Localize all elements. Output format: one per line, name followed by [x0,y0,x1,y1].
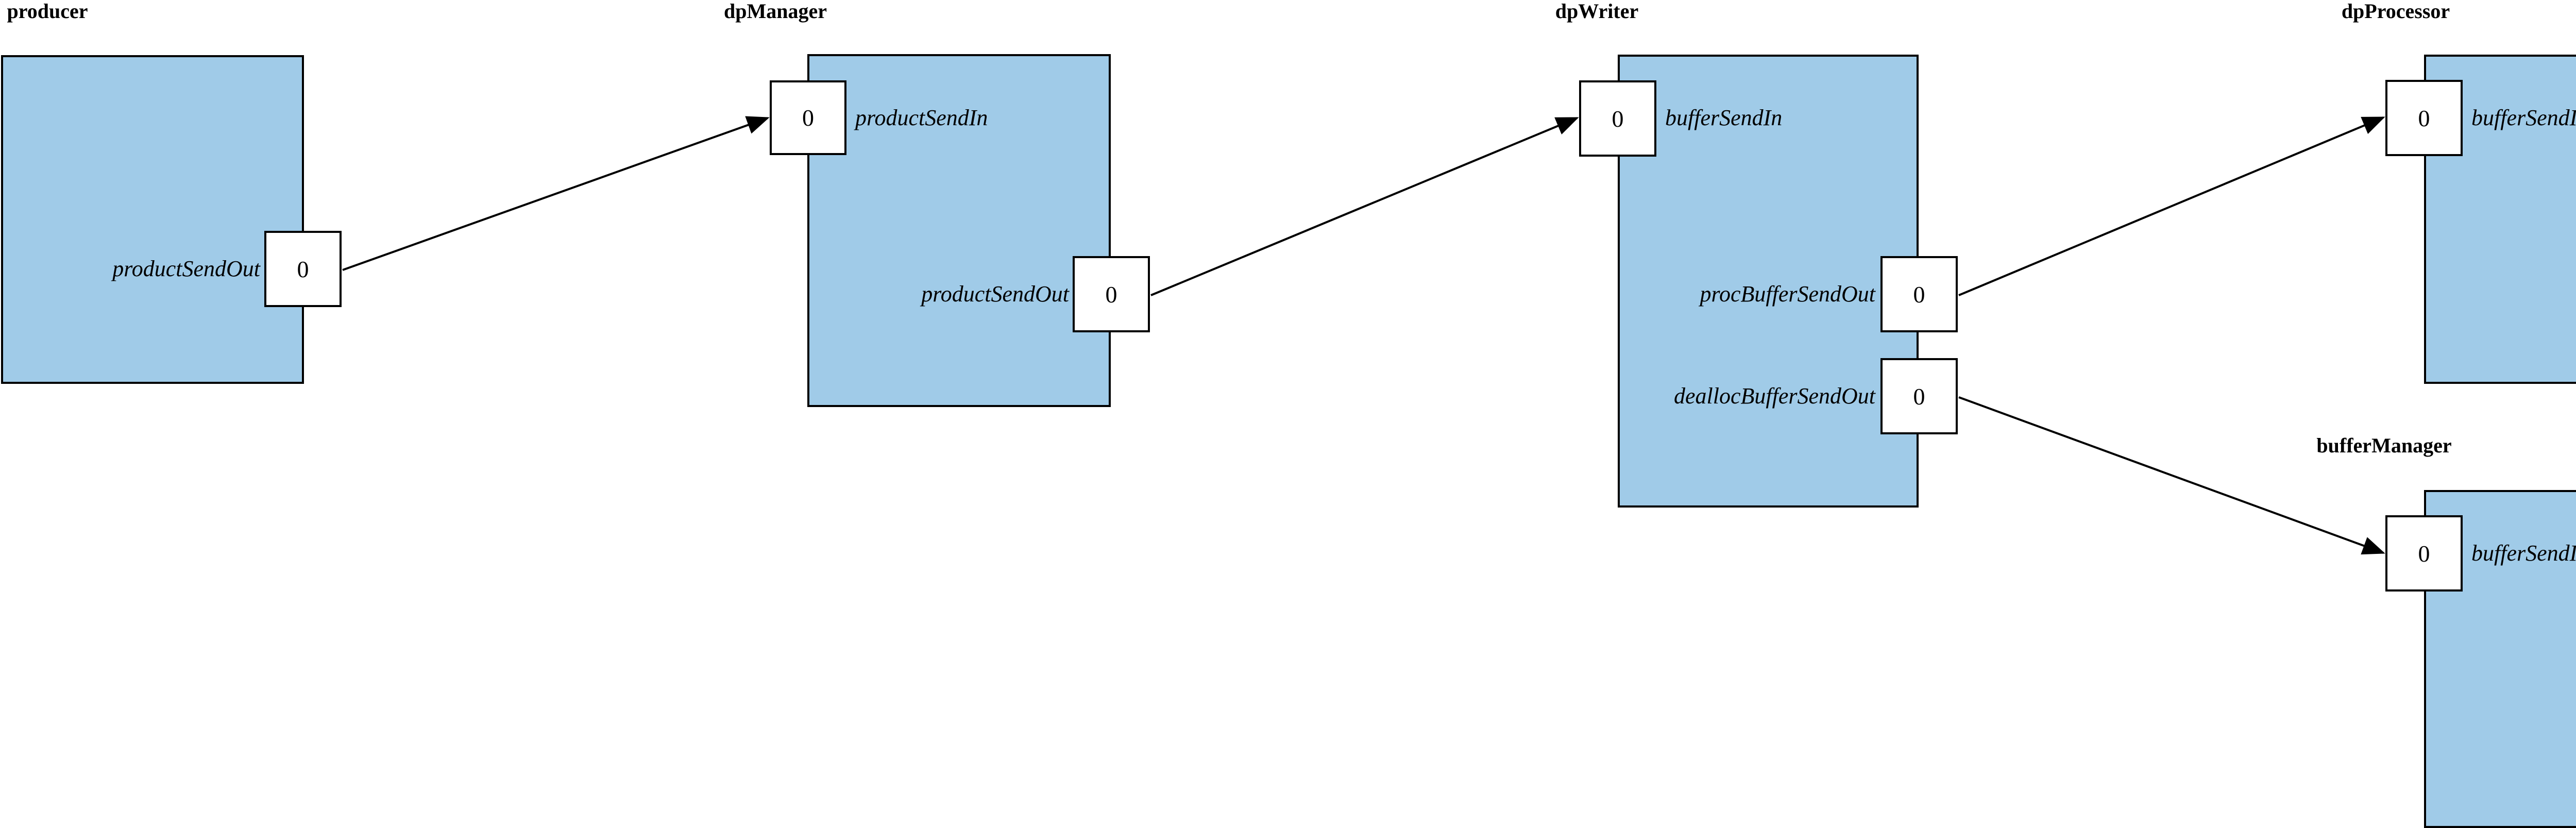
port-label-dpWriter-procBufferSendOut: procBufferSendOut [1700,281,1875,307]
conn-dpManager-dpWriter[interactable] [1150,117,1579,296]
component-body-dpManager[interactable] [807,54,1111,407]
component-title-bufferManager: bufferManager [2316,434,2452,457]
conn-dpWriter-dpProcessor[interactable] [1958,116,2385,296]
port-value-dpManager-productSendOut: 0 [1105,281,1117,308]
port-label-bufferManager-bufferSendIn: bufferSendIn [2471,540,2576,566]
component-title-dpProcessor: dpProcessor [2341,0,2450,23]
port-value-producer-productSendOut: 0 [297,256,309,282]
port-dpProcessor-bufferSendIn[interactable]: 0 [2385,80,2463,156]
component-title-dpWriter: dpWriter [1555,0,1639,23]
port-label-dpManager-productSendIn: productSendIn [855,105,988,130]
port-dpManager-productSendOut[interactable]: 0 [1073,256,1150,332]
port-label-dpManager-productSendOut: productSendOut [921,281,1069,307]
port-value-dpManager-productSendIn: 0 [802,105,814,131]
port-label-producer-productSendOut: productSendOut [112,256,260,281]
port-value-dpProcessor-bufferSendIn: 0 [2418,105,2430,131]
port-dpWriter-deallocBufferSendOut[interactable]: 0 [1880,358,1958,434]
component-title-producer: producer [7,0,88,23]
component-title-dpManager: dpManager [724,0,827,23]
port-label-dpWriter-bufferSendIn: bufferSendIn [1665,105,1783,130]
port-value-dpWriter-bufferSendIn: 0 [1612,105,1624,132]
port-label-dpWriter-deallocBufferSendOut: deallocBufferSendOut [1673,383,1875,409]
port-value-dpWriter-deallocBufferSendOut: 0 [1913,383,1925,410]
component-body-producer[interactable] [1,55,304,384]
port-dpWriter-procBufferSendOut[interactable]: 0 [1880,256,1958,332]
component-body-dpWriter[interactable] [1618,55,1919,508]
port-bufferManager-bufferSendIn[interactable]: 0 [2385,515,2463,592]
conn-producer-dpManager[interactable] [342,116,770,271]
conn-dpWriter-bufferManager[interactable] [1958,396,2385,555]
port-dpManager-productSendIn[interactable]: 0 [770,80,846,155]
port-producer-productSendOut[interactable]: 0 [264,231,342,307]
port-label-dpProcessor-bufferSendIn: bufferSendIn [2471,105,2576,130]
port-value-bufferManager-bufferSendIn: 0 [2418,540,2430,567]
port-dpWriter-bufferSendIn[interactable]: 0 [1579,80,1656,157]
port-value-dpWriter-procBufferSendOut: 0 [1913,281,1925,308]
